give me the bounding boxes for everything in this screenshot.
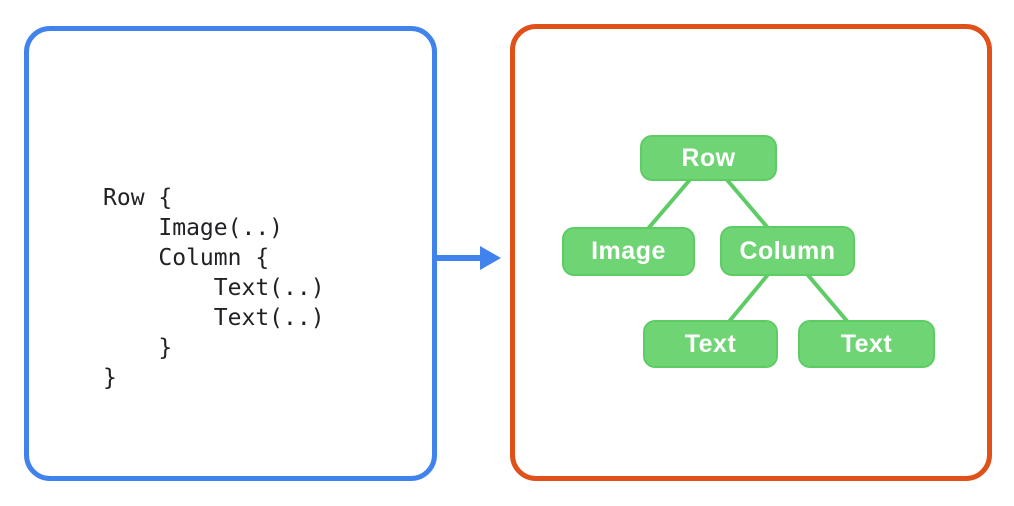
tree-panel: Row Image Column Text Text	[510, 24, 992, 481]
compose-code: Row { Image(..) Column { Text(..) Text(.…	[103, 185, 325, 391]
tree-node-column: Column	[720, 226, 855, 276]
arrow-head	[480, 246, 501, 270]
tree-node-image: Image	[562, 227, 695, 276]
arrow-right-svg	[434, 246, 501, 270]
tree-node-row: Row	[640, 135, 777, 181]
tree-node-text-second: Text	[798, 320, 935, 368]
arrow-right-icon	[434, 242, 504, 274]
code-panel: Row { Image(..) Column { Text(..) Text(.…	[24, 26, 437, 481]
tree-node-text-first: Text	[643, 320, 778, 368]
